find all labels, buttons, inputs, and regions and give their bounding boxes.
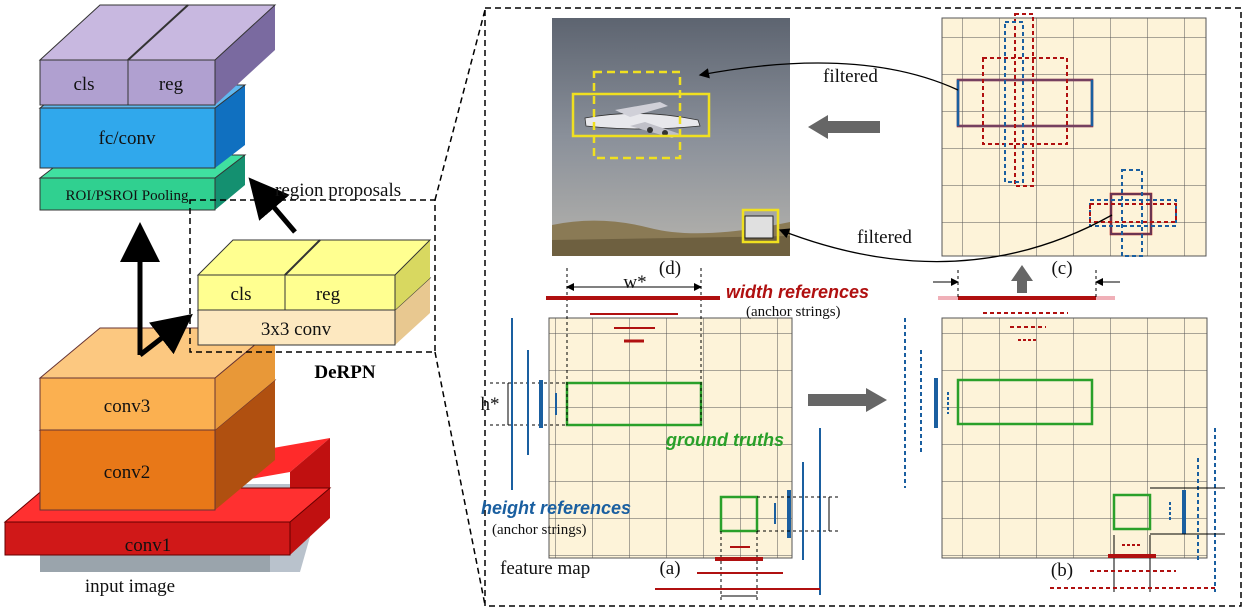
conv1-label: conv1 — [125, 535, 171, 556]
top-cls-label: cls — [73, 74, 94, 95]
panel-a-label: (a) — [659, 558, 680, 579]
pooling-label: ROI/PSROI Pooling — [66, 188, 189, 204]
panel-c-grid — [941, 13, 1207, 257]
zoom-line-top — [434, 9, 486, 201]
arrow-to-derpn — [138, 313, 193, 357]
w-star-label: w* — [623, 272, 646, 293]
derpn-name: DeRPN — [314, 362, 375, 383]
height-references-sub: (anchor strings) — [492, 522, 587, 538]
width-references-label: width references — [726, 282, 869, 302]
width-references-sub: (anchor strings) — [746, 304, 841, 320]
conv3-label: conv3 — [104, 396, 150, 417]
filtered-arrow-top — [698, 62, 959, 91]
conv2-label: conv2 — [104, 462, 150, 483]
panel-b-grid — [904, 270, 1225, 592]
filtered-top-label: filtered — [823, 66, 878, 87]
derpn-block: 3x3 conv cls reg — [196, 239, 432, 346]
panel-d-label: (d) — [659, 258, 681, 279]
top-cls-reg-block: cls reg — [38, 4, 277, 106]
filtered-bottom-label: filtered — [857, 227, 912, 248]
derpn-reg-label: reg — [316, 284, 341, 305]
derpn-conv-label: 3x3 conv — [261, 319, 332, 340]
feature-map-label: feature map — [500, 558, 590, 579]
proposals-arrow — [248, 177, 297, 234]
input-image-label: input image — [85, 576, 175, 597]
filtered-arrow-bottom — [778, 214, 1113, 263]
ground-truths-label: ground truths — [665, 430, 784, 450]
detail-panel-border — [484, 7, 1242, 607]
panel-a-grid — [490, 268, 840, 600]
h-star-label: h* — [481, 394, 500, 415]
derpn-dashed-box — [189, 199, 436, 353]
panel-b-label: (b) — [1051, 560, 1073, 581]
derpn-cls-label: cls — [230, 284, 251, 305]
panel-d-photo — [552, 18, 790, 256]
top-reg-label: reg — [159, 74, 184, 95]
fc-conv-label: fc/conv — [99, 128, 156, 149]
height-references-label: height references — [481, 498, 631, 518]
zoom-line-bottom — [434, 351, 486, 606]
panel-c-label: (c) — [1051, 258, 1072, 279]
region-proposals-label: region proposals — [275, 180, 401, 201]
